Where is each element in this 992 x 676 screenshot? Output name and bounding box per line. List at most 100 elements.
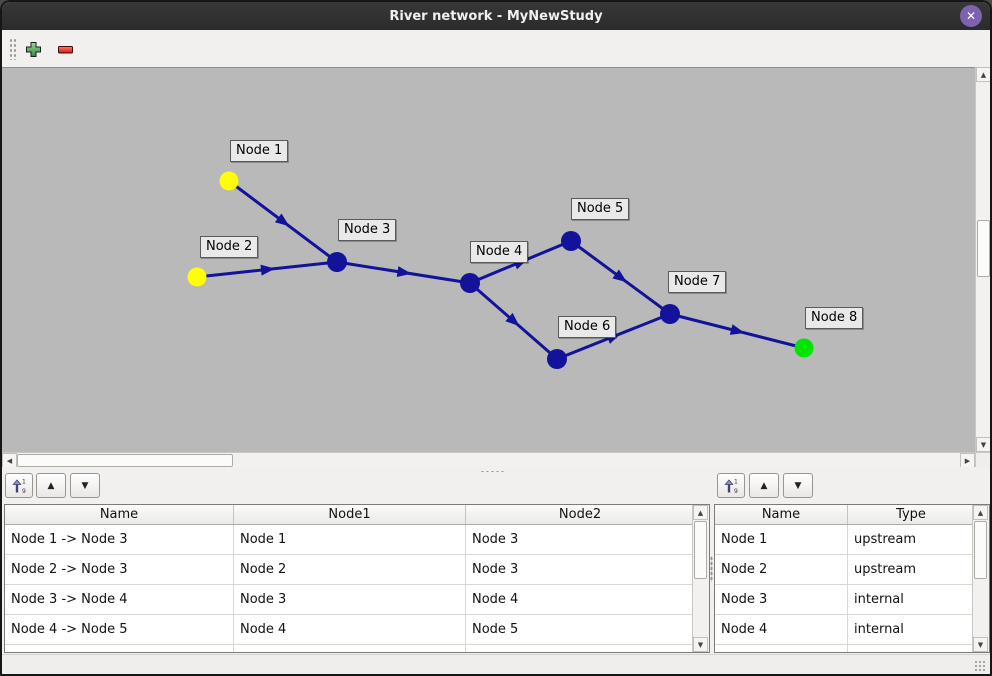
graph-node-node-7[interactable] bbox=[660, 304, 680, 324]
svg-text:1: 1 bbox=[22, 478, 26, 485]
graph-node-node-4[interactable] bbox=[460, 273, 480, 293]
scroll-left-icon[interactable]: ◀ bbox=[2, 453, 17, 468]
edge-arrow-icon bbox=[396, 266, 412, 277]
column-header-node1[interactable]: Node1 bbox=[234, 505, 466, 524]
main-toolbar bbox=[2, 30, 990, 68]
node-label-node-2[interactable]: Node 2 bbox=[200, 236, 259, 258]
toolbar-drag-handle[interactable] bbox=[9, 38, 17, 60]
node-table-scrollbar[interactable]: ▲ ▼ bbox=[972, 505, 989, 652]
graph-horizontal-scrollbar[interactable]: ◀ ▶ bbox=[2, 452, 975, 468]
horizontal-scroll-thumb[interactable] bbox=[17, 454, 233, 467]
plus-icon bbox=[25, 41, 41, 57]
vertical-scroll-thumb[interactable] bbox=[694, 521, 707, 579]
column-header-type[interactable]: Type bbox=[848, 505, 975, 524]
splitter-grip-icon bbox=[710, 556, 713, 582]
table-cell: Node 4 bbox=[466, 585, 695, 614]
table-cell: Node 1 bbox=[715, 525, 848, 554]
svg-text:9: 9 bbox=[734, 488, 738, 494]
scroll-down-icon[interactable]: ▼ bbox=[976, 437, 990, 452]
edge-arrow-icon bbox=[260, 264, 275, 276]
scrollbar-corner bbox=[975, 452, 990, 468]
table-cell: Node 2 -> Node 3 bbox=[5, 555, 234, 584]
title-bar[interactable]: River network - MyNewStudy ✕ bbox=[2, 2, 990, 30]
node-label-node-5[interactable]: Node 5 bbox=[571, 198, 630, 220]
table-cell: Node 1 bbox=[234, 525, 466, 554]
window-title: River network - MyNewStudy bbox=[389, 8, 603, 24]
table-cell: Node 5 bbox=[466, 615, 695, 644]
branch-move-up-button[interactable]: ▲ bbox=[36, 473, 66, 498]
close-button[interactable]: ✕ bbox=[960, 5, 982, 27]
table-cell: Node 4 bbox=[234, 615, 466, 644]
table-cell bbox=[466, 645, 695, 652]
scroll-down-icon[interactable]: ▼ bbox=[693, 637, 708, 652]
scroll-up-icon[interactable]: ▲ bbox=[693, 505, 708, 520]
add-branch-button[interactable] bbox=[22, 38, 44, 60]
column-header-name[interactable]: Name bbox=[5, 505, 234, 524]
node-label-node-4[interactable]: Node 4 bbox=[470, 241, 529, 263]
remove-branch-button[interactable] bbox=[54, 38, 76, 60]
node-label-node-7[interactable]: Node 7 bbox=[668, 271, 727, 293]
resize-grip-icon[interactable] bbox=[974, 660, 986, 672]
column-header-name[interactable]: Name bbox=[715, 505, 848, 524]
scroll-up-icon[interactable]: ▲ bbox=[976, 67, 990, 82]
edge-arrow-icon bbox=[505, 312, 520, 327]
table-cell bbox=[234, 645, 466, 652]
column-header-node2[interactable]: Node2 bbox=[466, 505, 695, 524]
table-cell bbox=[848, 645, 975, 652]
vertical-scroll-thumb[interactable] bbox=[974, 521, 987, 579]
status-bar bbox=[2, 654, 990, 674]
vertical-scroll-thumb[interactable] bbox=[977, 220, 990, 277]
sort-ascending-icon: 1 9 bbox=[724, 478, 738, 494]
network-map-canvas[interactable]: Node 1 Node 2 Node 3 Node 4 Node 5 Node 6 Node… bbox=[2, 67, 975, 453]
node-label-node-8[interactable]: Node 8 bbox=[805, 307, 864, 329]
branch-sort-button[interactable]: 1 9 bbox=[5, 473, 33, 498]
edge-arrow-icon bbox=[274, 213, 290, 227]
svg-text:1: 1 bbox=[734, 478, 738, 485]
node-label-node-6[interactable]: Node 6 bbox=[558, 316, 617, 338]
graph-node-node-5[interactable] bbox=[561, 231, 581, 251]
node-label-node-1[interactable]: Node 1 bbox=[230, 140, 289, 162]
branch-table-scrollbar[interactable]: ▲ ▼ bbox=[692, 505, 709, 652]
table-cell: internal bbox=[848, 585, 975, 614]
scroll-down-icon[interactable]: ▼ bbox=[973, 637, 988, 652]
splitter-grip-icon bbox=[480, 470, 506, 473]
node-move-down-button[interactable]: ▼ bbox=[783, 473, 813, 498]
table-cell bbox=[715, 645, 848, 652]
table-cell: Node 1 -> Node 3 bbox=[5, 525, 234, 554]
sort-ascending-icon: 1 9 bbox=[12, 478, 26, 494]
scroll-right-icon[interactable]: ▶ bbox=[960, 453, 975, 468]
graph-node-node-2[interactable] bbox=[187, 267, 207, 287]
graph-node-node-1[interactable] bbox=[219, 171, 239, 191]
scroll-up-icon[interactable]: ▲ bbox=[973, 505, 988, 520]
edge-arrow-icon bbox=[612, 269, 627, 283]
table-cell bbox=[5, 645, 234, 652]
table-cell: Node 4 -> Node 5 bbox=[5, 615, 234, 644]
horizontal-splitter[interactable] bbox=[2, 467, 990, 476]
graph-vertical-scrollbar[interactable]: ▲ ▼ bbox=[975, 67, 990, 452]
graph-node-node-6[interactable] bbox=[547, 349, 567, 369]
vertical-splitter[interactable] bbox=[710, 476, 714, 654]
node-label-node-3[interactable]: Node 3 bbox=[338, 219, 397, 241]
node-sort-button[interactable]: 1 9 bbox=[717, 473, 745, 498]
branch-move-down-button[interactable]: ▼ bbox=[70, 473, 100, 498]
table-cell: Node 4 bbox=[715, 615, 848, 644]
table-row[interactable] bbox=[5, 645, 709, 652]
table-cell: Node 3 bbox=[234, 585, 466, 614]
table-row[interactable] bbox=[715, 645, 989, 652]
edge-arrow-icon bbox=[729, 324, 745, 335]
node-move-up-button[interactable]: ▲ bbox=[749, 473, 779, 498]
graph-node-node-3[interactable] bbox=[327, 252, 347, 272]
graph-node-node-8[interactable] bbox=[794, 338, 814, 358]
